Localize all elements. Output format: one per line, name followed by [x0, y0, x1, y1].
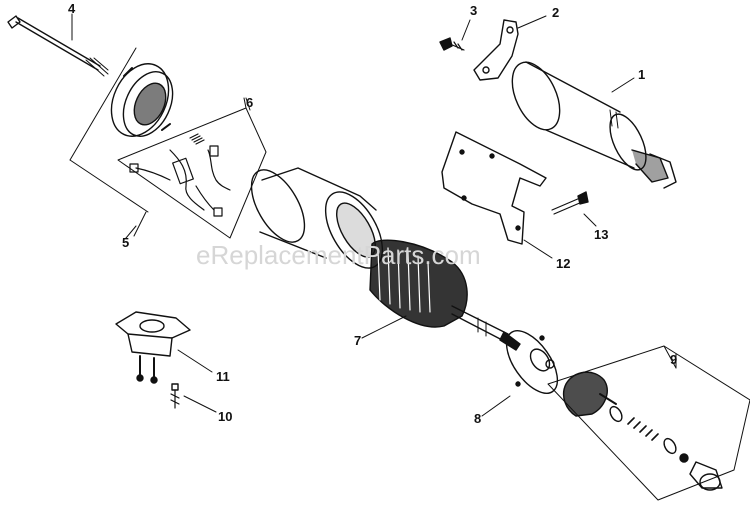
callout-12: 12 [556, 256, 571, 271]
callout-3: 3 [470, 3, 478, 18]
callout-2: 2 [552, 5, 560, 20]
through-bolt-part [7, 15, 109, 77]
screw-part-13 [551, 191, 589, 215]
callout-9: 9 [670, 352, 678, 367]
callout-7: 7 [354, 333, 362, 348]
brush-holder-part [129, 133, 231, 217]
drive-assembly-part [562, 371, 723, 491]
leader-12 [523, 239, 553, 259]
callout-13: 13 [594, 227, 609, 242]
leader-1 [611, 77, 635, 93]
mounting-bracket-part [441, 131, 547, 245]
screw-part-10 [170, 383, 180, 409]
leader-3 [461, 19, 471, 41]
solenoid-part [115, 311, 191, 384]
leader-7 [361, 315, 407, 339]
callout-6: 6 [246, 95, 254, 110]
leader-11 [177, 349, 213, 373]
callout-10: 10 [218, 409, 233, 424]
callout-1: 1 [638, 67, 646, 82]
leader-2 [517, 15, 547, 29]
leader-6 [245, 97, 251, 111]
callout-11: 11 [216, 369, 230, 384]
leader-8 [481, 395, 511, 417]
armature-part [369, 239, 521, 351]
bracket-part-2 [473, 19, 519, 81]
drive-end-plate-part [505, 330, 559, 394]
end-cap-part [110, 63, 174, 137]
leader-13 [583, 213, 597, 227]
callout-5: 5 [122, 235, 130, 250]
callout-4: 4 [68, 1, 76, 16]
screw-part-3 [439, 37, 465, 51]
starter-motor-part [511, 61, 677, 189]
leader-5 [125, 225, 137, 239]
callout-8: 8 [474, 411, 482, 426]
leader-10 [183, 395, 217, 413]
